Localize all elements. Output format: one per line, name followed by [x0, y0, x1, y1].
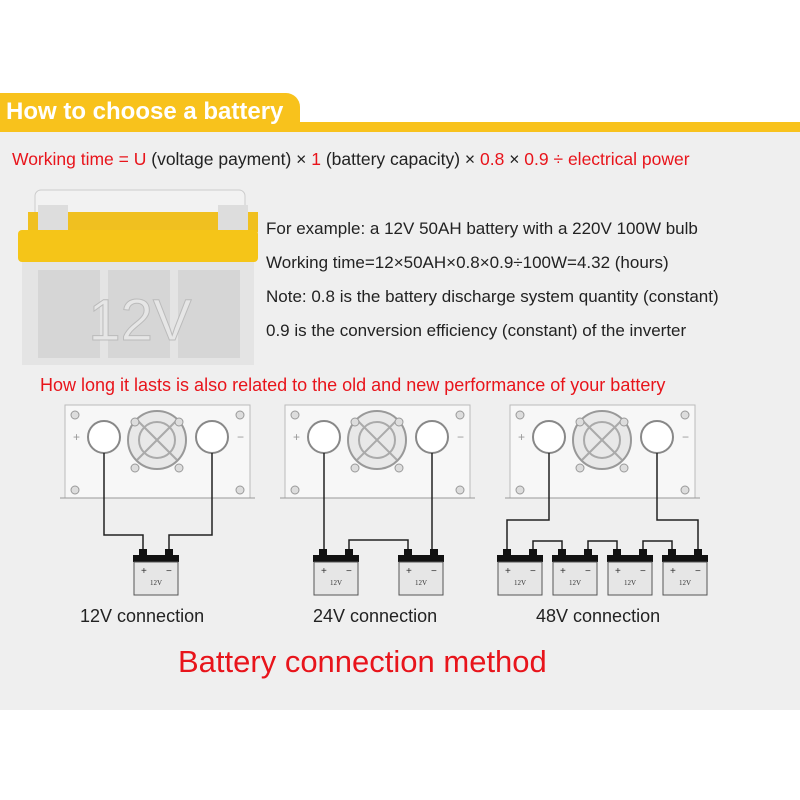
terminal-negative — [195, 420, 229, 454]
performance-note: How long it lasts is also related to the… — [40, 375, 666, 395]
wire — [506, 453, 550, 549]
formula-part: ÷ electrical power — [548, 149, 690, 169]
screw-icon — [174, 417, 184, 427]
screw-icon — [515, 485, 525, 495]
page-title: How to choose a battery — [6, 98, 284, 125]
formula-part: 0.8 — [480, 149, 505, 169]
svg-text:+: + — [73, 430, 80, 444]
battery-icon — [497, 555, 543, 562]
svg-text:+: + — [293, 430, 300, 444]
wire — [103, 453, 144, 549]
formula-part: × — [504, 149, 525, 169]
screw-icon — [350, 463, 360, 473]
screw-icon — [174, 463, 184, 473]
screw-icon — [130, 417, 140, 427]
formula: Working time = U (voltage payment) × 1 (… — [12, 149, 690, 170]
svg-text:+: + — [560, 566, 566, 577]
screw-icon — [680, 410, 690, 420]
connection-label-12v: 12V connection — [80, 606, 205, 626]
svg-text:+: + — [518, 430, 525, 444]
screw-icon — [235, 485, 245, 495]
battery-icon — [552, 555, 598, 562]
terminal-positive — [307, 420, 341, 454]
wire — [532, 540, 563, 549]
wire — [656, 453, 699, 549]
svg-text:−: − — [530, 566, 536, 577]
example-line: For example: a 12V 50AH battery with a 2… — [266, 219, 698, 238]
example-line: Note: 0.8 is the battery discharge syste… — [266, 287, 719, 306]
svg-text:12V: 12V — [88, 288, 192, 353]
battery-icon — [133, 555, 179, 562]
svg-text:+: + — [406, 566, 412, 577]
formula-part: 1 — [311, 149, 321, 169]
battery-label: 12V — [514, 579, 526, 587]
battery-label: 12V — [415, 579, 427, 587]
battery-icon — [607, 555, 653, 562]
screw-icon — [455, 410, 465, 420]
screw-icon — [290, 410, 300, 420]
svg-text:+: + — [615, 566, 621, 577]
screw-icon — [394, 417, 404, 427]
terminal-positive — [532, 420, 566, 454]
battery-label: 12V — [150, 579, 162, 587]
battery-label: 12V — [624, 579, 636, 587]
svg-text:+: + — [141, 566, 147, 577]
screw-icon — [290, 485, 300, 495]
formula-part: Working time = — [12, 149, 134, 169]
svg-text:−: − — [237, 430, 244, 444]
svg-text:−: − — [346, 566, 352, 577]
formula-part: (voltage payment) × — [146, 149, 312, 169]
battery-label: 12V — [569, 579, 581, 587]
svg-text:−: − — [640, 566, 646, 577]
svg-text:−: − — [682, 430, 689, 444]
screw-icon — [70, 410, 80, 420]
header-band — [0, 122, 800, 132]
connection-label-48v: 48V connection — [536, 606, 661, 626]
svg-text:−: − — [585, 566, 591, 577]
screw-icon — [515, 410, 525, 420]
svg-text:+: + — [505, 566, 511, 577]
battery-icon — [662, 555, 708, 562]
svg-text:−: − — [695, 566, 701, 577]
svg-text:−: − — [166, 566, 172, 577]
screw-icon — [394, 463, 404, 473]
screw-icon — [350, 417, 360, 427]
svg-text:+: + — [670, 566, 676, 577]
battery-label: 12V — [330, 579, 342, 587]
screw-icon — [235, 410, 245, 420]
battery-label: 12V — [679, 579, 691, 587]
screw-icon — [70, 485, 80, 495]
connection-label-24v: 24V connection — [313, 606, 438, 626]
svg-text:−: − — [431, 566, 437, 577]
screw-icon — [455, 485, 465, 495]
wire — [642, 540, 673, 549]
example-line: 0.9 is the conversion efficiency (consta… — [266, 321, 687, 340]
battery-icon — [398, 555, 444, 562]
wire — [587, 540, 618, 549]
formula-part: U — [133, 149, 147, 169]
footer-title: Battery connection method — [178, 644, 547, 679]
formula-part: 0.9 — [524, 149, 549, 169]
example-line: Working time=12×50AH×0.8×0.9÷100W=4.32 (… — [266, 253, 669, 272]
screw-icon — [619, 417, 629, 427]
screw-icon — [575, 417, 585, 427]
screw-icon — [575, 463, 585, 473]
terminal-negative — [415, 420, 449, 454]
formula-part: (battery capacity) × — [320, 149, 481, 169]
wire — [168, 453, 213, 549]
screw-icon — [619, 463, 629, 473]
header-tab — [0, 93, 300, 130]
screw-icon — [680, 485, 690, 495]
screw-icon — [130, 463, 140, 473]
svg-text:+: + — [321, 566, 327, 577]
terminal-positive — [87, 420, 121, 454]
terminal-negative — [640, 420, 674, 454]
svg-text:−: − — [457, 430, 464, 444]
battery-icon — [313, 555, 359, 562]
wire — [348, 539, 409, 549]
